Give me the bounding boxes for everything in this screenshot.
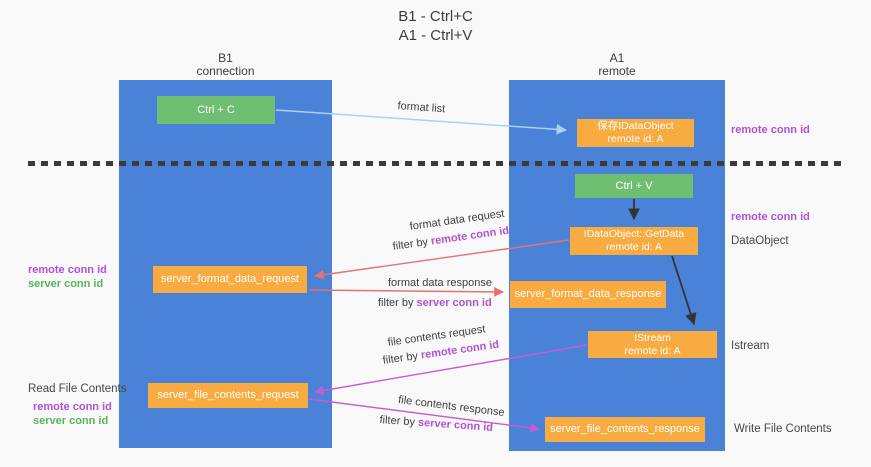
format-list-label: format list (397, 100, 446, 116)
node-server-format-data-request: server_format_data_request (153, 266, 307, 293)
node-istream-line2: remote id: A (624, 344, 681, 357)
left-remote-conn-id-top-label: remote conn id (28, 264, 107, 276)
left-remote-conn-id-bottom-label: remote conn id (33, 401, 112, 413)
right-remote-conn-id-mid-label: remote conn id (731, 211, 810, 223)
filter-by-text: filter by (378, 297, 414, 309)
node-ctrl-v: Ctrl + V (575, 174, 693, 198)
format-data-response-label: format data response (388, 277, 492, 289)
node-server-file-contents-request: server_file_contents_request (148, 383, 308, 408)
node-format-response-label: server_format_data_response (514, 288, 662, 300)
left-server-conn-id-bottom-label: server conn id (33, 415, 109, 427)
node-getdata-line1: IDataObject::GetData (583, 228, 685, 240)
node-ctrl-c: Ctrl + C (157, 96, 275, 124)
node-ctrl-c-label: Ctrl + C (197, 103, 235, 116)
node-save-idataobject-line2: remote id: A (607, 133, 664, 145)
node-ctrl-v-label: Ctrl + V (615, 179, 653, 192)
dashed-divider (28, 161, 845, 166)
read-file-contents-label: Read File Contents (28, 383, 127, 395)
node-idataobject-getdata: IDataObject::GetData remote id: A (570, 227, 698, 255)
node-file-response-label: server_file_contents_response (550, 423, 700, 435)
title-line1: B1 - Ctrl+C (398, 8, 473, 25)
node-getdata-line2: remote id: A (605, 241, 663, 253)
node-save-idataobject-line1: 保存IDataObject (597, 120, 674, 132)
node-save-idataobject: 保存IDataObject remote id: A (577, 119, 694, 147)
server-conn-id-text: server conn id (416, 297, 492, 309)
filter-by-text: filter by (379, 414, 416, 429)
title-line2: A1 - Ctrl+V (398, 27, 473, 44)
node-file-request-label: server_file_contents_request (157, 389, 299, 401)
node-server-format-data-response: server_format_data_response (510, 281, 666, 308)
lane-b1-role: connection (196, 64, 255, 78)
format-data-response-arrow (308, 287, 504, 297)
file-contents-response-label: file contents response (397, 394, 506, 419)
node-format-request-label: server_format_data_request (160, 273, 300, 285)
server-conn-id-text: server conn id (417, 416, 494, 434)
lane-a1-role: remote (598, 64, 636, 78)
dataobject-label: DataObject (731, 235, 789, 247)
lane-header-a1: A1 remote (509, 52, 725, 78)
write-file-contents-label: Write File Contents (734, 423, 832, 435)
lane-b1-name: B1 (218, 51, 233, 65)
right-remote-conn-id-top-label: remote conn id (731, 124, 810, 136)
lane-a1-name: A1 (609, 51, 625, 65)
filter-by-text: filter by (382, 350, 419, 367)
filter-by-text: filter by (392, 236, 429, 253)
lane-header-b1: B1 connection (119, 52, 332, 78)
node-istream: IStream remote id: A (588, 331, 717, 358)
left-server-conn-id-top-label: server conn id (28, 278, 104, 290)
istream-label: Istream (731, 340, 770, 352)
node-istream-line1: IStream (634, 331, 671, 344)
node-server-file-contents-response: server_file_contents_response (545, 417, 705, 442)
page-title: B1 - Ctrl+C A1 - Ctrl+V (0, 7, 871, 45)
